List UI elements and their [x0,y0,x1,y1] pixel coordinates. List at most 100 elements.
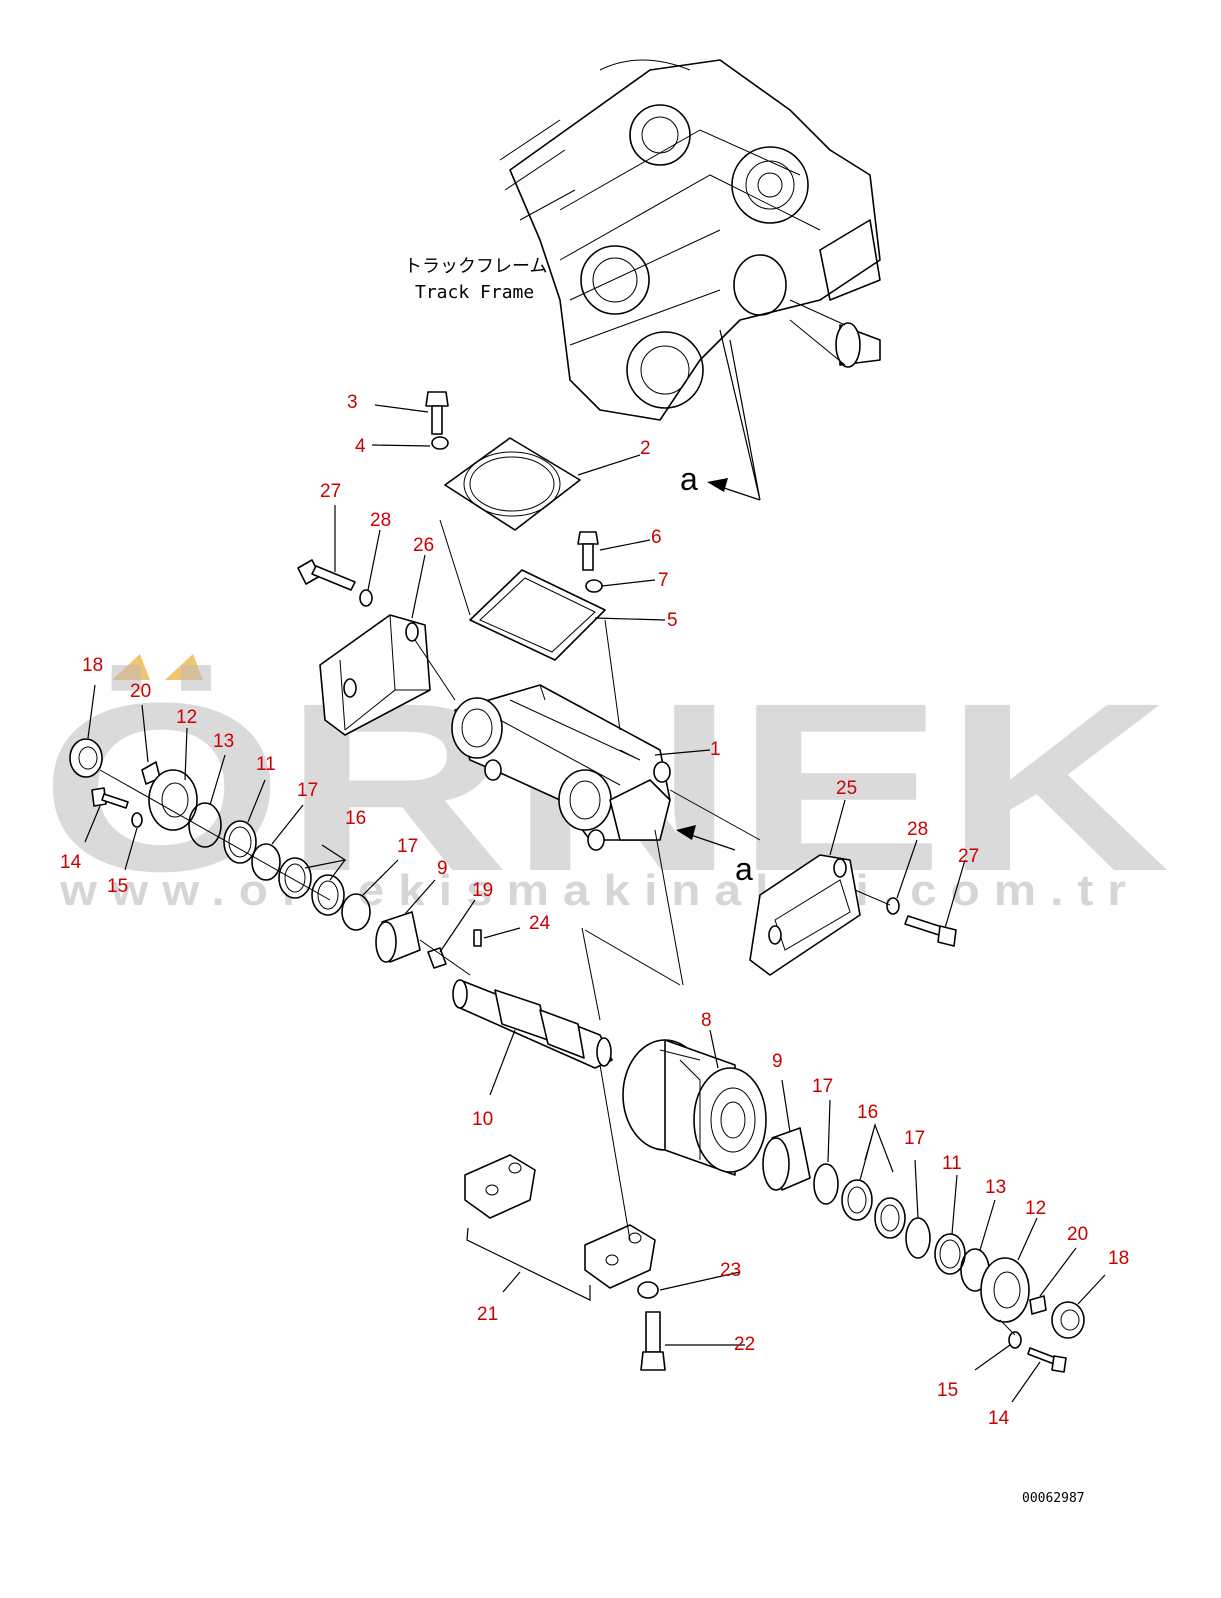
callout-18-left: 18 [82,655,103,676]
callout-14-right: 14 [988,1408,1010,1429]
washer-part-7 [585,579,603,593]
callout-24: 24 [529,913,551,934]
callout-9-left: 9 [437,858,448,879]
callout-17-right-a: 17 [812,1076,833,1097]
cover-part-12-right [980,1257,1030,1323]
bushing-part-9-left [375,911,421,963]
callout-7: 7 [658,570,669,591]
callout-13-left: 13 [213,731,234,752]
callout-16-left: 16 [345,808,366,829]
view-marker-middle: a [735,851,753,887]
leader-lines [84,404,1106,1403]
seal-part-16-left-a [278,857,312,899]
callout-12-left: 12 [176,707,197,728]
callout-21: 21 [477,1304,498,1325]
callout-11-right: 11 [942,1153,962,1174]
callout-28-left: 28 [370,510,391,531]
callout-6: 6 [651,527,662,548]
callout-17-left-a: 17 [297,780,318,801]
callout-18-right: 18 [1108,1248,1129,1269]
o-ring-part-17-right-b [905,1217,931,1259]
washer-part-15-right [1008,1331,1022,1349]
track-frame-drawing [499,59,881,421]
callout-20-right: 20 [1067,1224,1088,1245]
bogie-body-part-1 [451,684,671,851]
seal-part-16-right-b [874,1197,906,1239]
callout-3: 3 [347,392,358,413]
plug-part-20-right [1029,1295,1047,1315]
callout-labels: 3 4 2 27 28 26 6 7 5 18 20 12 13 1 11 25… [60,392,1129,1429]
callout-19: 19 [472,880,493,901]
callout-26: 26 [413,535,434,556]
cap-part-21-lower [584,1224,656,1289]
callout-17-right-b: 17 [904,1128,925,1149]
view-marker-top: a [680,461,698,497]
drawing-number: 00062987 [1022,1491,1085,1506]
bolt-part-27-right [904,915,957,947]
o-ring-part-17-left-a [251,843,281,881]
bolt-part-3 [425,391,449,435]
callout-27-right: 27 [958,846,979,867]
callout-14-left: 14 [60,852,82,873]
frame-label-en: Track Frame [415,282,534,303]
callout-17-left-b: 17 [397,836,418,857]
cap-part-21-upper [464,1154,536,1219]
view-arrow-middle [676,825,736,851]
seal-part-16-left-b [311,874,345,916]
callout-5: 5 [667,610,678,631]
bolt-part-6 [577,531,599,571]
watermark-accent-left [112,654,150,680]
cover-plate-part-2 [444,437,581,531]
washer-part-15-left [131,812,143,828]
callout-28-right: 28 [907,819,928,840]
washer-part-28-right [886,897,900,915]
callout-15-right: 15 [937,1380,958,1401]
washer-part-4 [431,436,449,450]
callout-27-left: 27 [320,481,341,502]
callout-10: 10 [472,1109,493,1130]
watermark-url: www.ornekismakinalari.com.tr [59,866,1140,915]
callout-25: 25 [836,778,857,799]
watermark-accent-right [165,654,203,680]
callout-15-left: 15 [107,876,128,897]
callout-8: 8 [701,1010,712,1031]
callout-11-left: 11 [256,754,276,775]
seal-part-16-right-a [841,1179,873,1221]
bushing-part-9-right [762,1127,811,1191]
callout-1: 1 [710,739,721,760]
gasket-part-5 [469,569,606,661]
view-arrow-top [707,329,761,501]
callout-13-right: 13 [985,1177,1006,1198]
guard-part-26 [319,614,431,736]
ring-part-11-left [223,820,257,864]
o-ring-part-13-left [188,802,222,848]
shaft-part-10 [452,979,613,1069]
seal-part-18-right [1051,1301,1085,1339]
idler-wheel-part-8 [622,1039,767,1176]
callout-4: 4 [355,436,366,457]
callout-16-right: 16 [857,1102,878,1123]
ring-part-11-right [934,1233,966,1275]
bolt-part-14-right [1027,1347,1067,1373]
guard-part-25 [749,854,861,976]
callout-23: 23 [720,1260,741,1281]
washer-part-23 [637,1281,659,1299]
callout-12-right: 12 [1025,1198,1046,1219]
frame-label-jp: トラックフレーム [404,256,547,277]
callout-2: 2 [640,438,651,459]
plug-part-19 [427,947,447,969]
pin-part-24 [473,929,482,947]
cover-part-12-left [148,769,198,831]
callout-9-right: 9 [772,1051,783,1072]
bolt-part-22 [640,1311,666,1371]
assembly-center-lines [99,519,1016,1336]
bolt-part-14-left [91,787,129,809]
o-ring-part-17-left-b [341,893,371,931]
callout-22: 22 [734,1334,755,1355]
callout-20-left: 20 [130,681,151,702]
seal-part-18-left [69,738,103,778]
washer-part-28-left [359,589,373,607]
bolt-part-27-left [297,559,356,591]
o-ring-part-17-right-a [813,1163,839,1205]
